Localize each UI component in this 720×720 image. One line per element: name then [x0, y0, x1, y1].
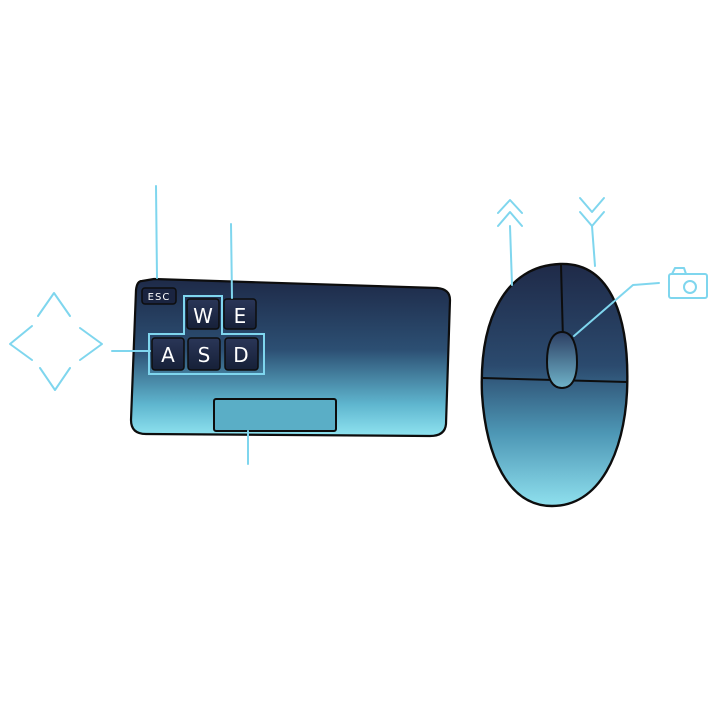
scroll-down-leader-line — [591, 225, 596, 267]
wasd-highlight — [148, 295, 265, 375]
arrow-right-icon — [79, 327, 103, 361]
mouse-button-divider — [560, 264, 564, 341]
a-label: A — [161, 343, 175, 367]
e-key[interactable]: E — [223, 298, 257, 330]
w-label: W — [193, 304, 213, 328]
keyboard-leader-lines — [111, 185, 249, 465]
double-chevron-down-icon — [579, 197, 605, 227]
camera-icon — [668, 267, 708, 299]
double-chevron-up-icon — [497, 199, 523, 227]
a-keycap — [151, 337, 185, 371]
esc-label: ESC — [148, 292, 171, 303]
four-way-arrows-icon — [9, 292, 103, 391]
e-label: E — [234, 304, 247, 328]
keyboard: ESC W E A S D — [129, 277, 452, 438]
mouse — [480, 262, 629, 508]
s-key[interactable]: S — [187, 337, 221, 371]
e-keycap — [223, 298, 257, 330]
scroll-wheel[interactable] — [545, 330, 579, 390]
arrow-down-icon — [39, 367, 71, 391]
w-keycap — [186, 298, 220, 330]
d-key[interactable]: D — [224, 337, 259, 371]
w-key[interactable]: W — [186, 298, 220, 330]
s-label: S — [198, 343, 211, 367]
arrow-left-icon — [9, 325, 33, 361]
esc-key[interactable]: ESC — [141, 287, 177, 305]
spacebar-key[interactable] — [213, 398, 337, 432]
a-key[interactable]: A — [151, 337, 185, 371]
e-leader-line — [230, 223, 233, 299]
esc-leader-line — [155, 185, 158, 279]
esc-keycap — [141, 287, 177, 305]
d-keycap — [224, 337, 259, 371]
d-label: D — [233, 343, 248, 367]
arrow-up-icon — [37, 292, 71, 317]
s-keycap — [187, 337, 221, 371]
camera-leader-line — [573, 282, 660, 337]
scroll-up-leader-line — [509, 225, 513, 286]
